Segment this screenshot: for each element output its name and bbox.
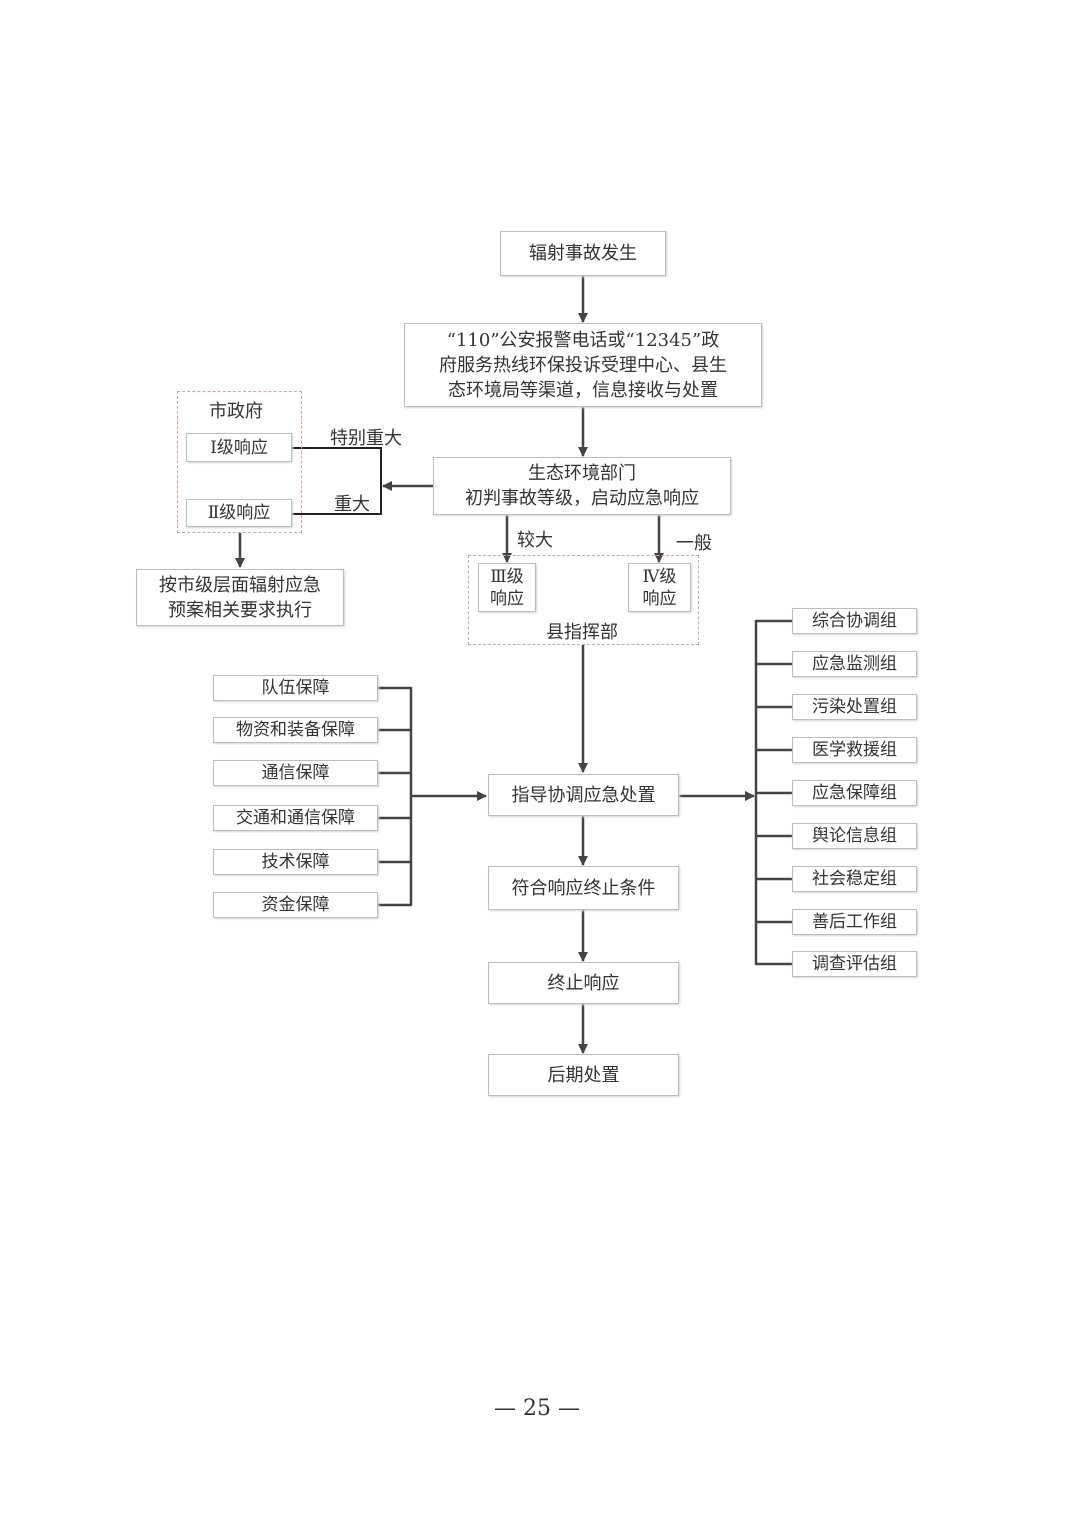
node-level3: Ⅲ级 响应 — [478, 563, 536, 612]
group-label: 污染处置组 — [812, 697, 897, 717]
edge-label-major: 重大 — [334, 494, 370, 515]
edge-label-general: 一般 — [676, 533, 712, 554]
node-label: 后期处置 — [547, 1064, 620, 1086]
node-start: 辐射事故发生 — [500, 231, 666, 276]
node-guide: 指导协调应急处置 — [488, 774, 679, 816]
support-item: 技术保障 — [213, 849, 378, 875]
support-label: 队伍保障 — [261, 678, 330, 698]
node-label: 态环境局等渠道，信息接收与处置 — [448, 379, 718, 401]
group-label: 舆论信息组 — [812, 826, 897, 846]
node-label: 初判事故等级，启动应急响应 — [465, 488, 699, 509]
node-label: 符合响应终止条件 — [511, 877, 656, 899]
group-item: 舆论信息组 — [792, 823, 917, 849]
node-label: 预案相关要求执行 — [168, 599, 312, 621]
group-item: 应急保障组 — [792, 780, 917, 806]
edge-label-especially-major: 特别重大 — [330, 428, 402, 449]
support-item: 交通和通信保障 — [213, 805, 378, 831]
county-title: 县指挥部 — [546, 622, 618, 643]
city-gov-title: 市政府 — [209, 401, 263, 422]
group-item: 污染处置组 — [792, 694, 917, 720]
group-label: 应急保障组 — [812, 783, 897, 803]
support-label: 物资和装备保障 — [236, 720, 355, 740]
group-label: 综合协调组 — [812, 611, 897, 631]
city-gov-group — [177, 391, 302, 533]
support-label: 资金保障 — [261, 895, 330, 915]
node-label: 府服务热线环保投诉受理中心、县生 — [439, 354, 727, 376]
node-terminate: 终止响应 — [488, 962, 679, 1004]
support-item: 队伍保障 — [213, 675, 378, 701]
node-label: 生态环境部门 — [528, 463, 636, 484]
county-group — [468, 555, 699, 645]
node-eco-dept: 生态环境部门 初判事故等级，启动应急响应 — [433, 457, 731, 515]
node-label: 响应 — [642, 588, 677, 609]
support-label: 交通和通信保障 — [236, 808, 355, 828]
node-label: 指导协调应急处置 — [511, 784, 656, 806]
support-label: 通信保障 — [261, 763, 330, 783]
group-item: 医学救援组 — [792, 737, 917, 763]
group-item: 综合协调组 — [792, 608, 917, 634]
node-label: 终止响应 — [547, 972, 620, 994]
group-item: 调查评估组 — [792, 951, 917, 977]
edge-label-larger: 较大 — [517, 530, 553, 551]
support-label: 技术保障 — [261, 852, 330, 872]
node-label: 按市级层面辐射应急 — [159, 574, 321, 596]
group-label: 调查评估组 — [812, 954, 897, 974]
node-aftermath: 后期处置 — [488, 1054, 679, 1096]
support-item: 通信保障 — [213, 760, 378, 786]
support-item: 物资和装备保障 — [213, 717, 378, 743]
page-number: — 25 — — [494, 1396, 580, 1421]
node-city-plan: 按市级层面辐射应急 预案相关要求执行 — [136, 569, 344, 626]
group-label: 医学救援组 — [812, 740, 897, 760]
node-label: Ⅲ级 — [490, 566, 524, 587]
node-level1: Ⅰ级响应 — [186, 433, 292, 462]
group-item: 善后工作组 — [792, 909, 917, 935]
node-level2: Ⅱ级响应 — [186, 499, 292, 527]
node-label: Ⅳ级 — [642, 566, 677, 587]
group-label: 社会稳定组 — [812, 869, 897, 889]
node-label: 响应 — [490, 588, 524, 609]
node-label: Ⅱ级响应 — [207, 503, 271, 523]
group-label: 善后工作组 — [812, 912, 897, 932]
node-level4: Ⅳ级 响应 — [628, 563, 691, 612]
group-label: 应急监测组 — [812, 654, 897, 674]
node-terminate-cond: 符合响应终止条件 — [488, 866, 679, 910]
support-item: 资金保障 — [213, 892, 378, 918]
node-label: 辐射事故发生 — [529, 243, 637, 264]
node-label: Ⅰ级响应 — [210, 437, 268, 458]
node-report: “110”公安报警电话或“12345”政 府服务热线环保投诉受理中心、县生 态环… — [404, 323, 762, 407]
group-item: 应急监测组 — [792, 651, 917, 677]
group-item: 社会稳定组 — [792, 866, 917, 892]
node-label: “110”公安报警电话或“12345”政 — [446, 329, 720, 351]
